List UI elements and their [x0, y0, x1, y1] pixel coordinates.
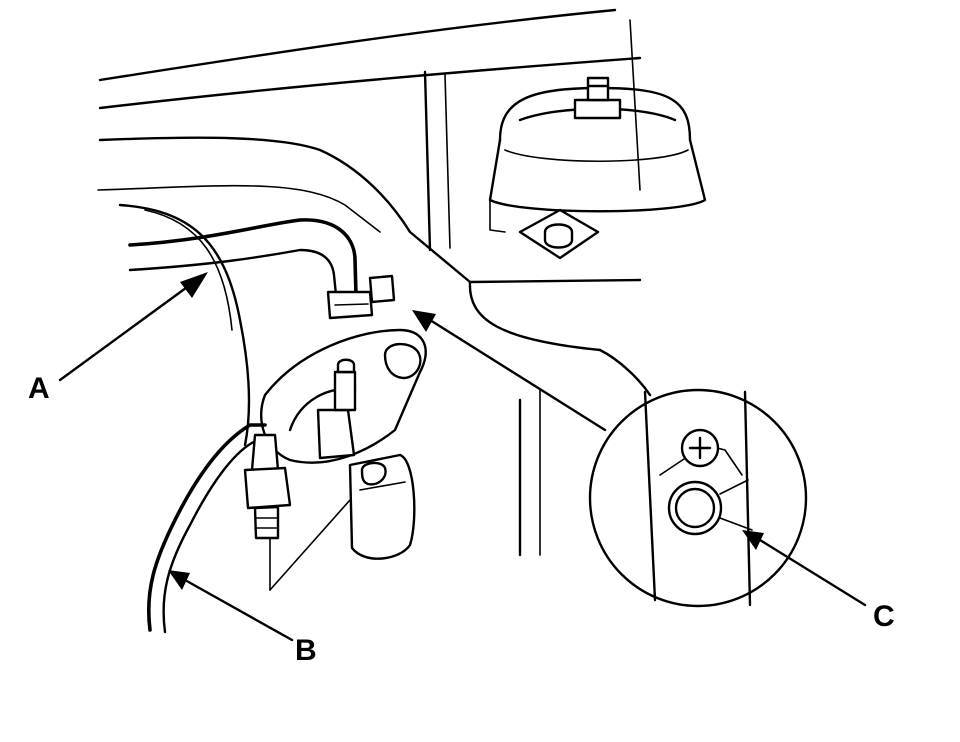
arrow-b: [168, 570, 294, 642]
brake-line-b: [146, 423, 292, 634]
body-panel: [97, 8, 642, 352]
label-a: A: [28, 372, 50, 405]
arrow-detail: [412, 310, 607, 432]
arrow-a: [58, 272, 208, 382]
suspension-body: [518, 348, 652, 557]
detail-magnifier: [588, 388, 808, 608]
strut-mount: [488, 76, 707, 260]
label-c: C: [873, 600, 895, 633]
label-b: B: [295, 634, 317, 667]
brake-hose-a: [128, 218, 396, 320]
arrow-c: [742, 530, 867, 607]
